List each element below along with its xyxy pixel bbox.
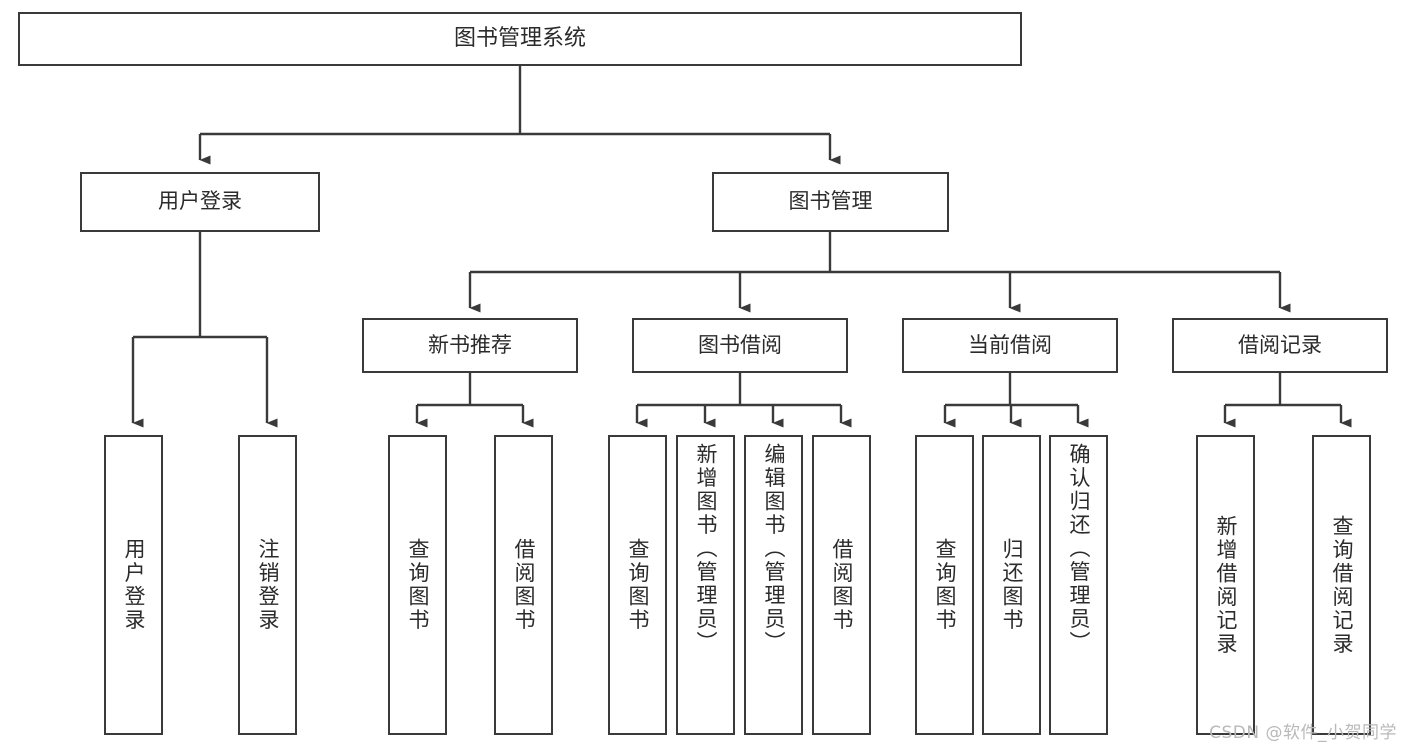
leaf-borrow-borrow-book[interactable]: 借阅图书	[812, 435, 871, 735]
leaf-borrow-add-book-admin[interactable]: 新增图书（管理员）	[676, 435, 735, 735]
leaf-recommend-borrow-book[interactable]: 借阅图书	[494, 435, 553, 735]
node-book-borrow[interactable]: 图书借阅	[632, 318, 848, 373]
leaf-user-login-login[interactable]: 用户登录	[104, 435, 163, 735]
node-label: 查询图书	[406, 538, 430, 632]
node-label: 编辑图书（管理员）	[762, 443, 786, 655]
leaf-borrow-query-book[interactable]: 查询图书	[608, 435, 667, 735]
node-label: 新书推荐	[428, 332, 512, 357]
leaf-record-query-record[interactable]: 查询借阅记录	[1312, 435, 1371, 735]
leaf-current-return-book[interactable]: 归还图书	[982, 435, 1041, 735]
node-label: 借阅图书	[512, 538, 536, 632]
node-label: 用户登录	[122, 538, 146, 632]
node-label: 确认归还（管理员）	[1067, 443, 1091, 655]
leaf-current-query-book[interactable]: 查询图书	[915, 435, 974, 735]
node-label: 查询借阅记录	[1330, 514, 1354, 656]
node-label: 查询图书	[626, 538, 650, 632]
node-current-borrow[interactable]: 当前借阅	[902, 318, 1118, 373]
node-label: 查询图书	[933, 538, 957, 632]
node-user-login[interactable]: 用户登录	[80, 172, 320, 232]
node-label: 新增借阅记录	[1214, 514, 1238, 656]
node-new-book-recommend[interactable]: 新书推荐	[362, 318, 578, 373]
node-label: 借阅图书	[830, 538, 854, 632]
node-label: 当前借阅	[968, 332, 1052, 357]
node-label: 新增图书（管理员）	[694, 443, 718, 655]
node-label: 图书管理	[788, 189, 873, 214]
node-root-system[interactable]: 图书管理系统	[18, 12, 1022, 66]
node-label: 图书借阅	[698, 332, 782, 357]
node-borrow-record[interactable]: 借阅记录	[1172, 318, 1388, 373]
node-label: 归还图书	[1000, 538, 1024, 632]
node-label: 注销登录	[256, 538, 280, 632]
watermark-text: CSDN @软件_小贺同学	[1209, 723, 1397, 743]
leaf-borrow-edit-book-admin[interactable]: 编辑图书（管理员）	[744, 435, 803, 735]
leaf-recommend-query-book[interactable]: 查询图书	[388, 435, 447, 735]
leaf-record-add-record[interactable]: 新增借阅记录	[1196, 435, 1255, 735]
node-label: 用户登录	[158, 189, 242, 214]
node-label: 图书管理系统	[453, 25, 586, 51]
node-book-management[interactable]: 图书管理	[712, 172, 949, 232]
node-label: 借阅记录	[1238, 332, 1322, 357]
leaf-user-login-logout[interactable]: 注销登录	[238, 435, 297, 735]
leaf-current-confirm-return-admin[interactable]: 确认归还（管理员）	[1049, 435, 1108, 735]
